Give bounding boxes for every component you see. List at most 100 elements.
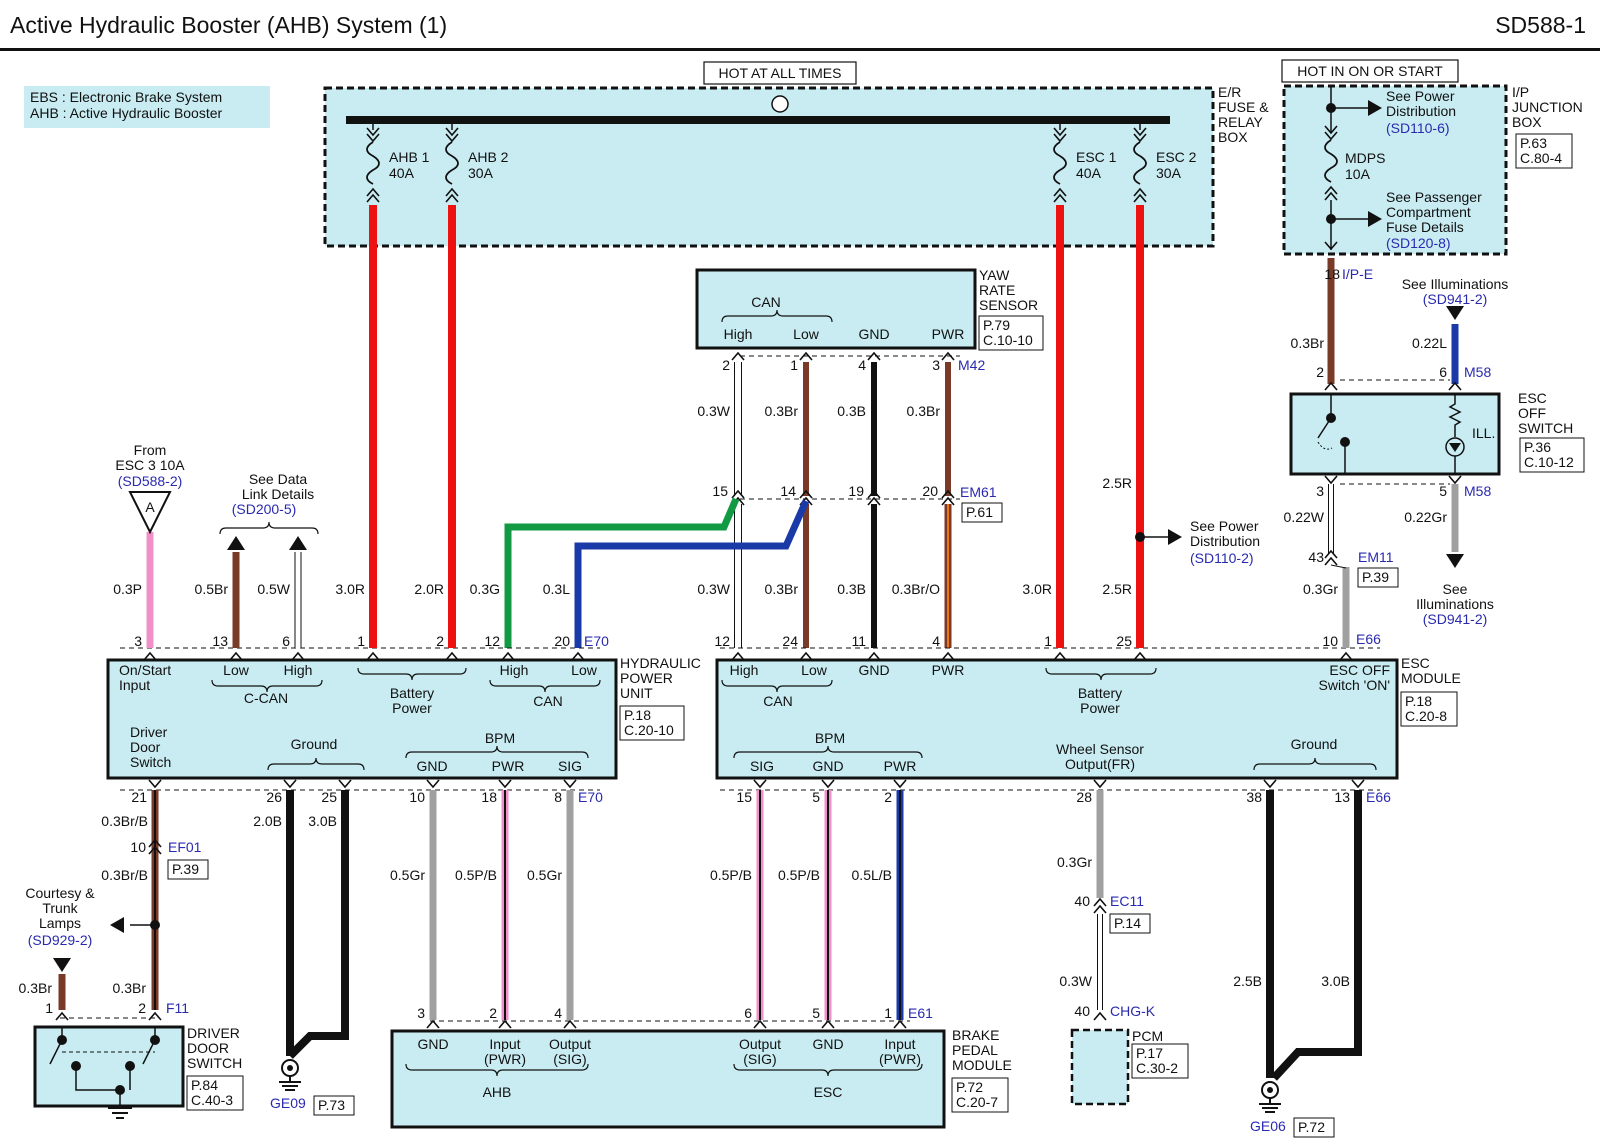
door-switch-page: P.84 [191, 1077, 218, 1093]
er-fuse-1-element [445, 141, 459, 185]
bpm-pin-label-line: GND [812, 1036, 843, 1052]
bpm-group-ahb: AHB [483, 1084, 512, 1100]
er-fuse-0-element [366, 141, 380, 185]
yaw-can-label: CAN [751, 294, 781, 310]
illum-bottom-text-line: Illuminations [1416, 596, 1494, 612]
yaw-wire-label: 0.3B [837, 403, 866, 419]
esc-can: CAN [763, 693, 793, 709]
pcm-chev [1093, 1011, 1107, 1021]
page-title: Active Hydraulic Booster (AHB) System (1… [10, 12, 448, 38]
esc-off-label-line: Switch 'ON' [1319, 677, 1390, 693]
ground-ge09-icon-dot [287, 1065, 293, 1071]
esc-name-line: MODULE [1401, 670, 1461, 686]
ef01-connector-id: EF01 [168, 839, 202, 855]
esc-top-chev [1053, 651, 1067, 661]
door-wire-label: 0.3Br/B [101, 813, 148, 829]
ef01-page-box [167, 859, 209, 880]
esc-battery-line: Battery [1078, 685, 1122, 701]
esc-bottom-pin: 15 [736, 789, 752, 805]
pcm-wire-label: 0.3W [1059, 973, 1092, 989]
bpm-page: C.20-7 [956, 1094, 998, 1110]
esc-top-connector-id: E66 [1356, 631, 1381, 647]
courtesy-text-line: Lamps [39, 915, 81, 931]
em11-chev [1324, 556, 1338, 566]
esc-bottom-chev [1351, 779, 1365, 789]
ip-fuse-mdps-element [1324, 139, 1338, 183]
hpu-name-line: POWER [620, 670, 673, 686]
esc-bpm-pwr: PWR [884, 758, 917, 774]
hpu-bottom-pin: 18 [481, 789, 497, 805]
esc-top-pin: 25 [1116, 633, 1132, 649]
hpu-top-chev [366, 651, 380, 661]
yaw-pin-chev [941, 351, 955, 361]
er-fuse-1-chev [445, 133, 459, 143]
escoff-led-diode [1449, 443, 1461, 452]
door-chev [148, 1011, 162, 1021]
from-esc3-link: (SD588-2) [118, 473, 183, 489]
hpu-bottom-chev [148, 779, 162, 789]
hpu-battery-line: Battery [390, 685, 434, 701]
ip-box-page-box [1515, 133, 1573, 169]
esc-bottom-chev [1263, 779, 1277, 789]
hpu-ccan-high: High [284, 662, 313, 678]
esc-bottom-pin: 13 [1334, 789, 1350, 805]
ip-fuse-rating: 10A [1345, 166, 1371, 182]
er-fuse-name: ESC 2 [1156, 149, 1197, 165]
er-fuse-2-chev [1053, 127, 1067, 137]
ip-ref-link: (SD120-8) [1386, 235, 1451, 251]
esc-bottom-chev [821, 779, 835, 789]
esc-top-wire: 0.3Gr [1303, 581, 1338, 597]
hpu-ground: Ground [291, 736, 338, 752]
yaw-pin-chev [799, 351, 813, 361]
hpu-top-chev [229, 651, 243, 661]
door-switch-ground-path [75, 1066, 131, 1106]
from-esc3-marker-letter: A [145, 499, 155, 515]
pcm-page: C.30-2 [1136, 1060, 1178, 1076]
bpm-wire-label: 0.5P/B [710, 867, 752, 883]
em61-pin-number: 15 [712, 483, 728, 499]
escoff-feed-pin: 18 [1324, 266, 1340, 282]
esc-bpm-sig: SIG [750, 758, 774, 774]
er-fuse-rating: 30A [468, 165, 494, 181]
er-fuse-2-element [1053, 141, 1067, 185]
wire-hpu-gnd-25 [287, 790, 349, 1059]
hpu-top-pin: 1 [357, 633, 365, 649]
escoff-wire-label: 0.22W [1284, 509, 1325, 525]
brake-pedal-module [390, 1029, 946, 1129]
er-fuse-1-chev [445, 127, 459, 137]
bpm-pin-label-line: (SIG) [743, 1051, 776, 1067]
hpu-ccan: C-CAN [244, 690, 288, 706]
hpu-bottom-pin: 25 [321, 789, 337, 805]
illum-top-arrow [1446, 306, 1464, 320]
esc-top-pin: 24 [782, 633, 798, 649]
hpu-top-chev [143, 651, 157, 661]
pcm-name: PCM [1132, 1028, 1163, 1044]
bpm-group-esc: ESC [814, 1084, 843, 1100]
bpm-name-line: PEDAL [952, 1042, 998, 1058]
bpm-ahb-brace [405, 1063, 589, 1077]
hot-at-all-times-box [703, 61, 857, 85]
hpu-battery-brace [357, 667, 467, 681]
yaw-pin-label: High [724, 326, 753, 342]
yaw-wire-label: 0.3Br [765, 403, 799, 419]
em61-chev [941, 489, 955, 499]
ip-ref-text-line: See Passenger [1386, 189, 1482, 205]
esc-page: P.18 [1405, 693, 1432, 709]
ip-fuse-mdps-chev [1324, 131, 1338, 141]
esc-off-switch-name-line: SWITCH [1518, 420, 1573, 436]
ip-fuse-mdps-chev [1324, 191, 1338, 201]
yaw-sensor-name-line: RATE [979, 282, 1015, 298]
ground-ge09-page: P.73 [318, 1097, 345, 1113]
door-pin-wire: 0.3Br [113, 980, 147, 996]
ef01-wire-label: 0.3Br/B [101, 867, 148, 883]
esc-top-chev [941, 651, 955, 661]
em61-connector-id: EM61 [960, 484, 997, 500]
em61-chev [867, 496, 881, 506]
esc-top-wire: 0.3B [837, 581, 866, 597]
bpm-wire-label: 0.5Gr [527, 867, 562, 883]
esc-top-pin: 11 [851, 633, 866, 649]
bpm-pin: 1 [884, 1005, 892, 1021]
door-switch-name-line: DOOR [187, 1040, 229, 1056]
escoff-pin: 5 [1439, 483, 1447, 499]
hpu-can-high: High [500, 662, 529, 678]
